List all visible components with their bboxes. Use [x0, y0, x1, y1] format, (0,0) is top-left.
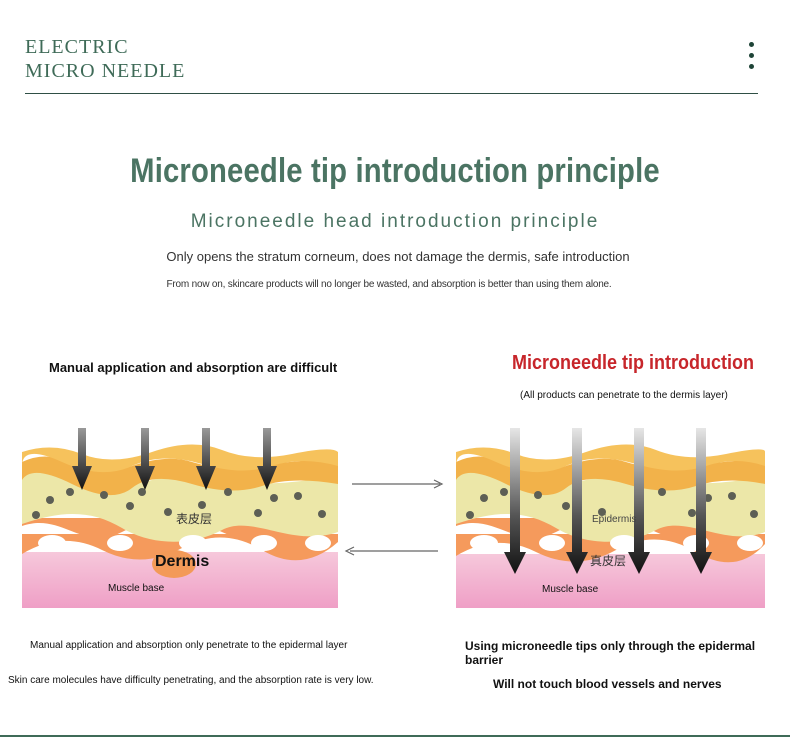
page-subtitle: Microneedle head introduction principle [190, 211, 600, 232]
right-muscle-label: Muscle base [542, 584, 599, 595]
left-caption: Manual application and absorption are di… [49, 360, 338, 375]
brand-line-2: MICRO NEEDLE [25, 60, 186, 82]
vertical-dots-icon[interactable] [746, 42, 758, 74]
center-arrows [340, 465, 450, 565]
intro-line-1: Only opens the stratum corneum, does not… [166, 249, 630, 264]
left-dermis-label: Dermis [155, 553, 210, 570]
header-divider [25, 93, 758, 94]
right-epidermis-label: Epidermis [592, 514, 637, 525]
right-dermis-label: 真皮层 [590, 554, 627, 568]
footer-divider [0, 735, 790, 737]
right-title: Microneedle tip introduction [512, 352, 755, 374]
brand-logo: ELECTRIC MICRO NEEDLE [25, 35, 185, 83]
right-note: (All products can penetrate to the dermi… [520, 390, 728, 401]
left-skin-diagram [22, 422, 338, 608]
intro-line-2: From now on, skincare products will no l… [166, 279, 612, 290]
left-muscle-label: Muscle base [108, 583, 165, 594]
left-bottom-line-2: Skin care molecules have difficulty pene… [8, 675, 374, 686]
left-epidermis-label: 表皮层 [176, 512, 213, 526]
right-skin-diagram [456, 422, 765, 608]
left-bottom-line-1: Manual application and absorption only p… [30, 640, 348, 651]
right-bottom-line-2: Will not touch blood vessels and nerves [493, 677, 722, 691]
right-bottom-line-1: Using microneedle tips only through the … [465, 639, 756, 667]
page-title: Microneedle tip introduction principle [130, 152, 660, 190]
brand-line-1: ELECTRIC [25, 36, 129, 58]
